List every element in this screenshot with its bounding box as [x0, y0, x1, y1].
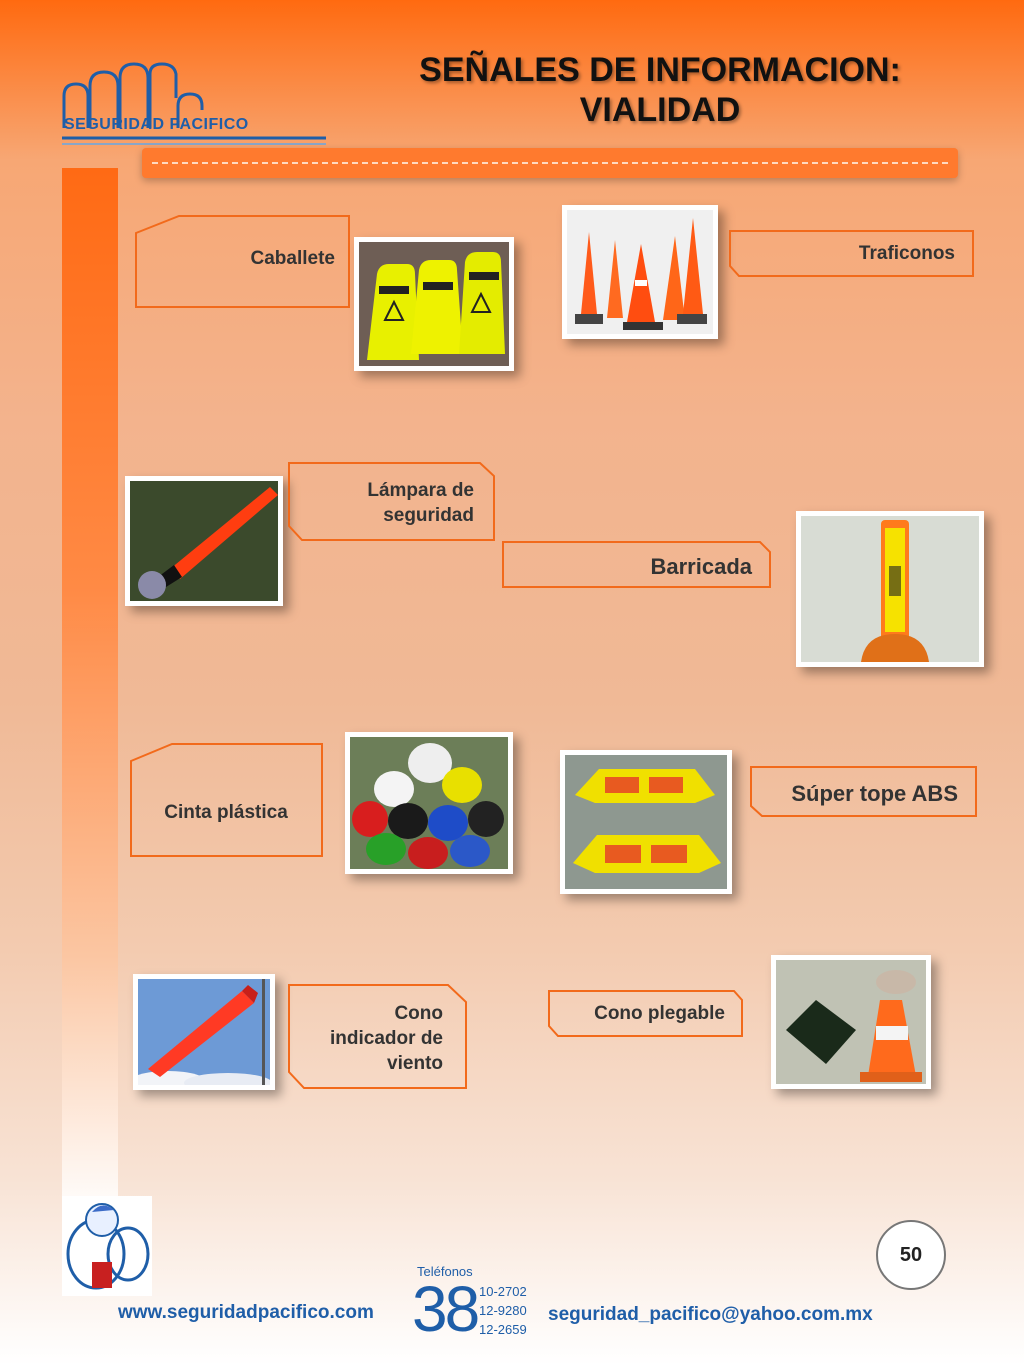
area-code: 38: [412, 1273, 480, 1345]
phone-number: 12-9280: [479, 1303, 527, 1318]
website-link[interactable]: www.seguridadpacifico.com: [118, 1302, 374, 1323]
cono-viento-label-line-2: indicador de: [330, 1028, 443, 1049]
phone-number: 10-2702: [479, 1284, 527, 1299]
title-line-2: VIALIDAD: [579, 91, 741, 129]
email-link[interactable]: seguridad_pacifico@yahoo.com.mx: [548, 1304, 873, 1325]
telefonos-label: Teléfonos: [417, 1264, 473, 1279]
cono-plegable-label-frame: [548, 990, 743, 1037]
logo-graphic: [62, 62, 326, 145]
header-dashed-bar: [142, 148, 958, 178]
barricada-label: Barricada: [650, 554, 752, 579]
page-title: SEÑALES DE INFORMACION: VIALIDAD: [360, 50, 960, 130]
cono-plegable-label: Cono plegable: [594, 1003, 725, 1024]
lampara-label: Lámpara de seguridad: [300, 478, 474, 528]
cono-viento-label-line-3: viento: [387, 1053, 443, 1074]
title-line-1: SEÑALES DE INFORMACION:: [419, 51, 901, 89]
cinta-photo: [345, 732, 513, 874]
cinta-label: Cinta plástica: [164, 802, 288, 823]
caballete-label-frame: [135, 215, 350, 308]
lampara-photo: [125, 476, 283, 606]
company-logo: SEGURIDAD PACIFICO: [60, 58, 330, 150]
mascot-image: [62, 1196, 152, 1296]
side-strip: [62, 168, 118, 1218]
caballete-photo: [354, 237, 514, 371]
phone-number: 12-2659: [479, 1322, 527, 1337]
barricada-label-frame: [502, 541, 771, 588]
lampara-label-line-1: Lámpara de: [367, 480, 474, 501]
phone-list: 10-2702 12-9280 12-2659: [479, 1282, 527, 1339]
cono-viento-label-line-1: Cono: [394, 1003, 443, 1024]
logo-text: SEGURIDAD PACIFICO: [64, 116, 249, 133]
traficonos-photo: [562, 205, 718, 339]
traficonos-label: Traficonos: [858, 243, 955, 264]
barricada-photo: [796, 511, 984, 667]
cono-plegable-photo: [771, 955, 931, 1089]
cono-viento-photo: [133, 974, 275, 1090]
cono-viento-label-frame: [288, 984, 467, 1089]
traficonos-label-frame: [729, 230, 974, 277]
super-tope-label: Súper tope ABS: [791, 781, 958, 806]
lampara-label-line-2: seguridad: [383, 505, 474, 526]
super-tope-label-frame: [750, 766, 977, 817]
page-number: 50: [876, 1220, 946, 1290]
cono-viento-label: Cono indicador de viento: [300, 1001, 443, 1076]
super-tope-photo: [560, 750, 732, 894]
caballete-label: Caballete: [250, 248, 335, 269]
cinta-label-frame: [130, 743, 323, 857]
lampara-label-frame: [288, 462, 495, 541]
